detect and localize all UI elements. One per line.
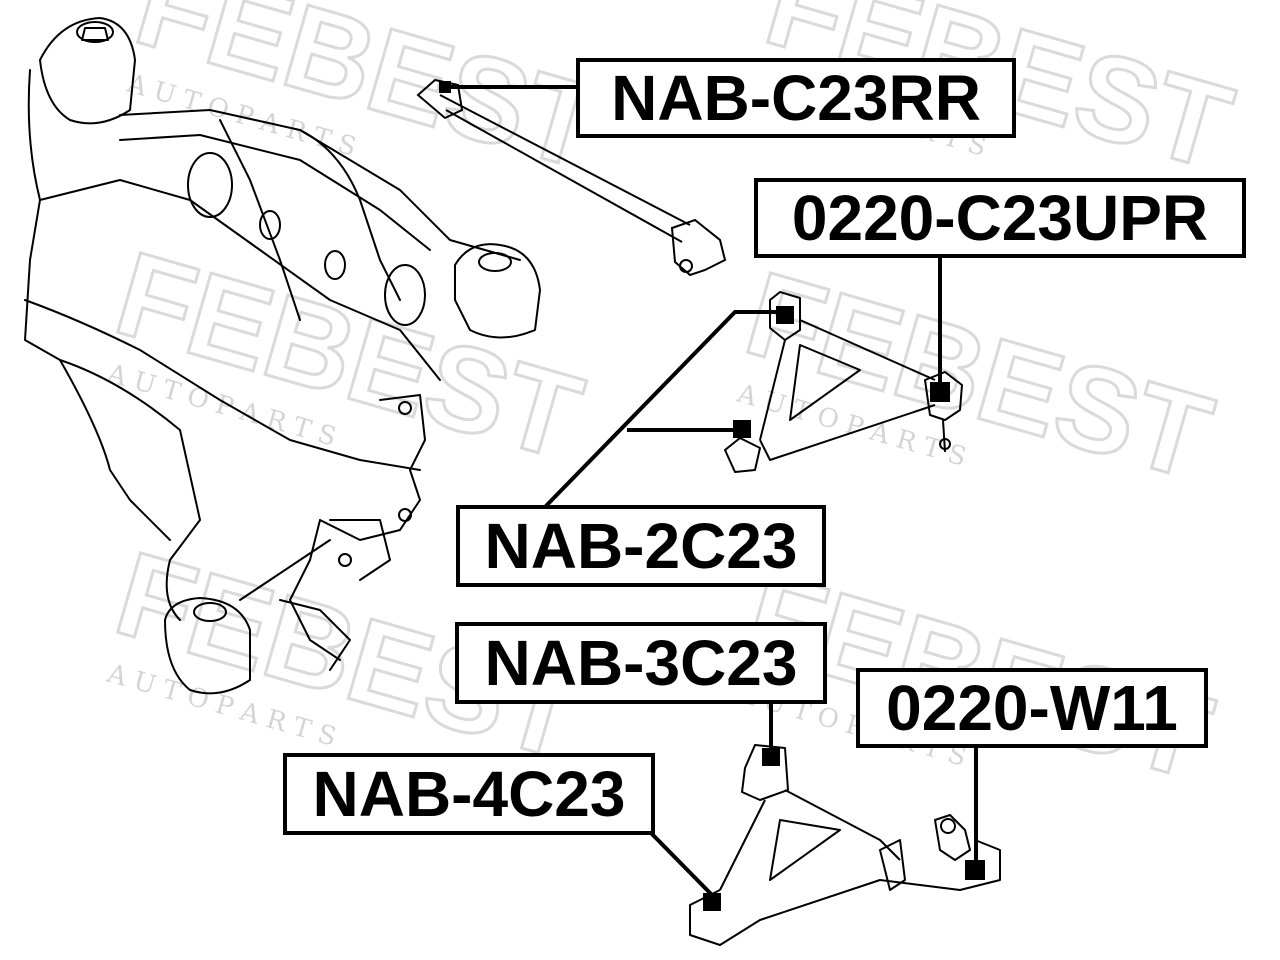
- watermark-brand-3: FEBEST: [103, 226, 595, 485]
- upper-arm-rear-bushing: [733, 420, 751, 438]
- label-0220-w11: 0220-W11: [856, 668, 1208, 748]
- watermark-brand-4: FEBEST: [733, 246, 1225, 505]
- upper-ball-joint: [930, 382, 950, 402]
- label-0220-c23upr: 0220-C23UPR: [754, 178, 1246, 258]
- label-text-0220-c23upr: 0220-C23UPR: [791, 182, 1209, 254]
- leader-lines: [439, 81, 978, 897]
- leader-nab-2c23-upper: [543, 310, 778, 509]
- label-nab-c23rr: NAB-C23RR: [576, 58, 1016, 138]
- lateral-rod-drawing: [416, 78, 727, 277]
- label-nab-3c23: NAB-3C23: [455, 622, 827, 704]
- upper-arm-drawing: [724, 291, 963, 473]
- upper-arm-front-bushing: [776, 306, 794, 324]
- label-text-nab-3c23: NAB-3C23: [484, 627, 798, 699]
- label-text-0220-w11: 0220-W11: [886, 672, 1178, 744]
- leader-nab-4c23: [648, 830, 714, 897]
- lower-arm-rear-bushing: [703, 893, 721, 911]
- label-nab-4c23: NAB-4C23: [283, 753, 655, 835]
- label-nab-2c23: NAB-2C23: [456, 505, 826, 587]
- label-text-nab-2c23: NAB-2C23: [484, 510, 798, 582]
- lower-arm-drawing: [689, 744, 1001, 946]
- label-text-nab-4c23: NAB-4C23: [312, 758, 626, 830]
- label-text-nab-c23rr: NAB-C23RR: [611, 62, 981, 134]
- subframe-drawing: [24, 17, 541, 695]
- lower-arm-front-bushing: [762, 748, 780, 766]
- lower-ball-joint: [965, 860, 985, 880]
